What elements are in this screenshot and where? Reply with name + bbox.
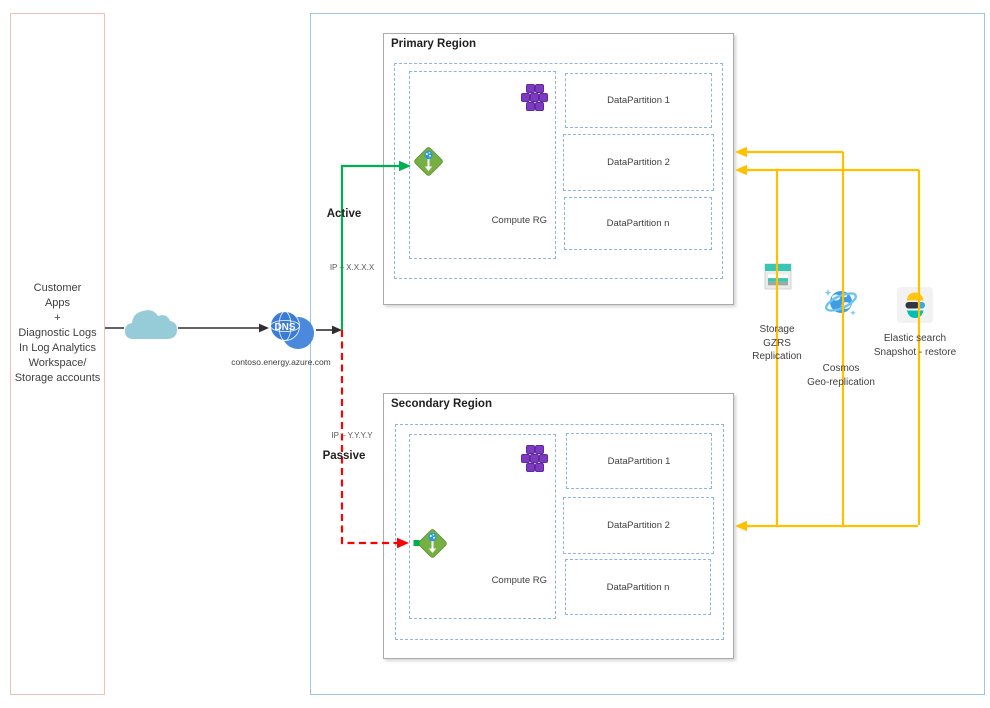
secondary-data-partition-1-label: DataPartition 1 <box>607 455 671 467</box>
storage-replication-label: Storage GZRS Replication <box>727 323 827 364</box>
primary-data-partition-2: DataPartition 2 <box>563 134 714 191</box>
passive-label: Passive <box>322 450 366 462</box>
customer-apps-panel: Customer Apps + Diagnostic Logs In Log A… <box>10 13 105 695</box>
dns-domain-label: contoso.energy.azure.com <box>231 357 331 367</box>
cosmos-replication-label-line: Cosmos <box>822 363 860 374</box>
storage-replication-label-line: Storage <box>759 324 795 335</box>
customer-apps-line: Diagnostic Logs <box>18 327 97 339</box>
primary-cluster-icon <box>519 83 549 113</box>
storage-account-icon <box>764 262 792 292</box>
secondary-data-partition-1: DataPartition 1 <box>566 433 712 489</box>
primary-data-partition-1: DataPartition 1 <box>565 73 712 128</box>
azure-environment-box <box>310 13 985 695</box>
elasticsearch-icon <box>896 286 934 324</box>
secondary-region-title: Secondary Region <box>391 398 492 410</box>
storage-replication-label-line: GZRS <box>763 337 791 349</box>
primary-ip-label: IP – X.X.X.X <box>329 263 375 272</box>
elastic-replication-label: Elastic search Snapshot - restore <box>853 332 977 359</box>
secondary-data-partition-n-label: DataPartition n <box>606 581 670 593</box>
customer-apps-line: Workspace/ <box>28 357 87 369</box>
secondary-data-partition-2: DataPartition 2 <box>563 497 714 554</box>
cosmos-db-icon <box>822 283 860 321</box>
secondary-application-gateway-icon <box>417 528 448 559</box>
dns-icon: DNS <box>264 306 318 354</box>
secondary-data-partition-2-label: DataPartition 2 <box>607 520 670 531</box>
internet-cloud-icon <box>123 305 179 345</box>
active-label: Active <box>326 208 362 220</box>
secondary-data-partition-n: DataPartition n <box>565 559 711 615</box>
primary-compute-rg-label: Compute RG <box>491 215 547 226</box>
primary-data-partition-2-label: DataPartition 2 <box>607 157 670 168</box>
customer-apps-text: Customer Apps + Diagnostic Logs In Log A… <box>11 281 104 386</box>
primary-data-partition-n-label: DataPartition n <box>606 218 670 229</box>
secondary-cluster-icon <box>519 444 549 474</box>
secondary-ip-label: IP – Y.Y.Y.Y <box>331 431 373 440</box>
elastic-replication-label-line: Snapshot - restore <box>873 346 957 358</box>
primary-data-partition-1-label: DataPartition 1 <box>607 95 670 106</box>
secondary-compute-rg-label: Compute RG <box>491 575 547 586</box>
elastic-replication-label-line: Elastic search <box>883 333 947 344</box>
primary-region-box: Primary Region Compute RG DataPartition … <box>383 33 734 305</box>
customer-apps-line: + <box>54 312 61 324</box>
customer-apps-line: Customer <box>33 282 82 294</box>
dns-icon-label: DNS <box>274 322 295 333</box>
customer-apps-line: Apps <box>44 297 71 309</box>
storage-replication-label-line: Replication <box>752 351 802 362</box>
primary-region-title: Primary Region <box>391 38 476 50</box>
primary-data-partition-n: DataPartition n <box>564 197 712 250</box>
customer-apps-line: In Log Analytics <box>18 342 97 354</box>
cosmos-replication-label-line: Geo-replication <box>807 376 875 388</box>
customer-apps-line: Storage accounts <box>14 372 101 384</box>
primary-application-gateway-icon <box>413 146 444 177</box>
cosmos-replication-label: Cosmos Geo-replication <box>791 362 891 389</box>
secondary-region-box: Secondary Region Compute RG DataPartitio… <box>383 393 734 659</box>
